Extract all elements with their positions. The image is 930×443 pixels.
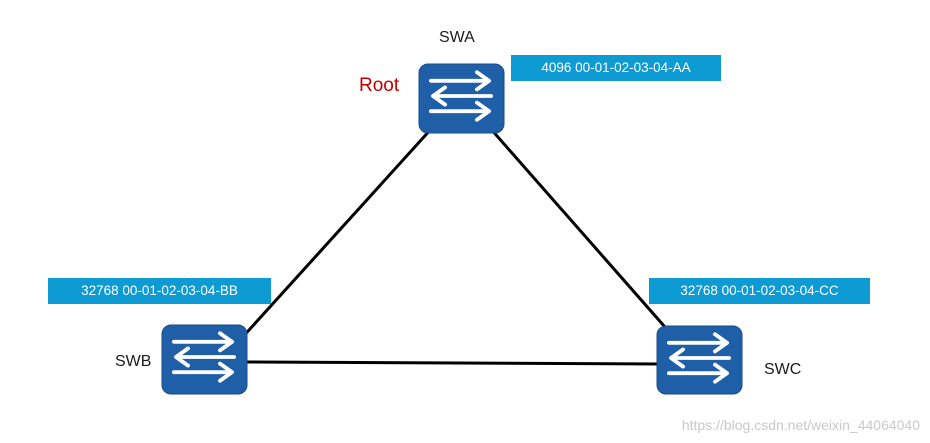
swc-name-label: SWC — [764, 361, 802, 378]
swa-name-label: SWA — [439, 29, 475, 46]
swb-name-label: SWB — [115, 353, 152, 370]
swb-bridge-id: 32768 00-01-02-03-04-BB — [48, 278, 271, 304]
swa-bridge-id: 4096 00-01-02-03-04-AA — [511, 55, 721, 81]
link-swa-swb — [238, 126, 434, 342]
root-label: Root — [359, 75, 400, 96]
switch-swc[interactable] — [656, 325, 743, 395]
link-swa-swc — [488, 127, 674, 336]
switch-icon — [172, 331, 236, 383]
switch-icon — [667, 332, 731, 384]
switch-icon — [429, 70, 493, 122]
watermark: https://blog.csdn.net/weixin_44064040 — [681, 417, 920, 433]
switch-swb[interactable] — [161, 324, 248, 395]
link-swb-swc — [245, 360, 661, 366]
swc-bridge-id: 32768 00-01-02-03-04-CC — [649, 278, 870, 304]
switch-swa[interactable] — [418, 63, 505, 134]
